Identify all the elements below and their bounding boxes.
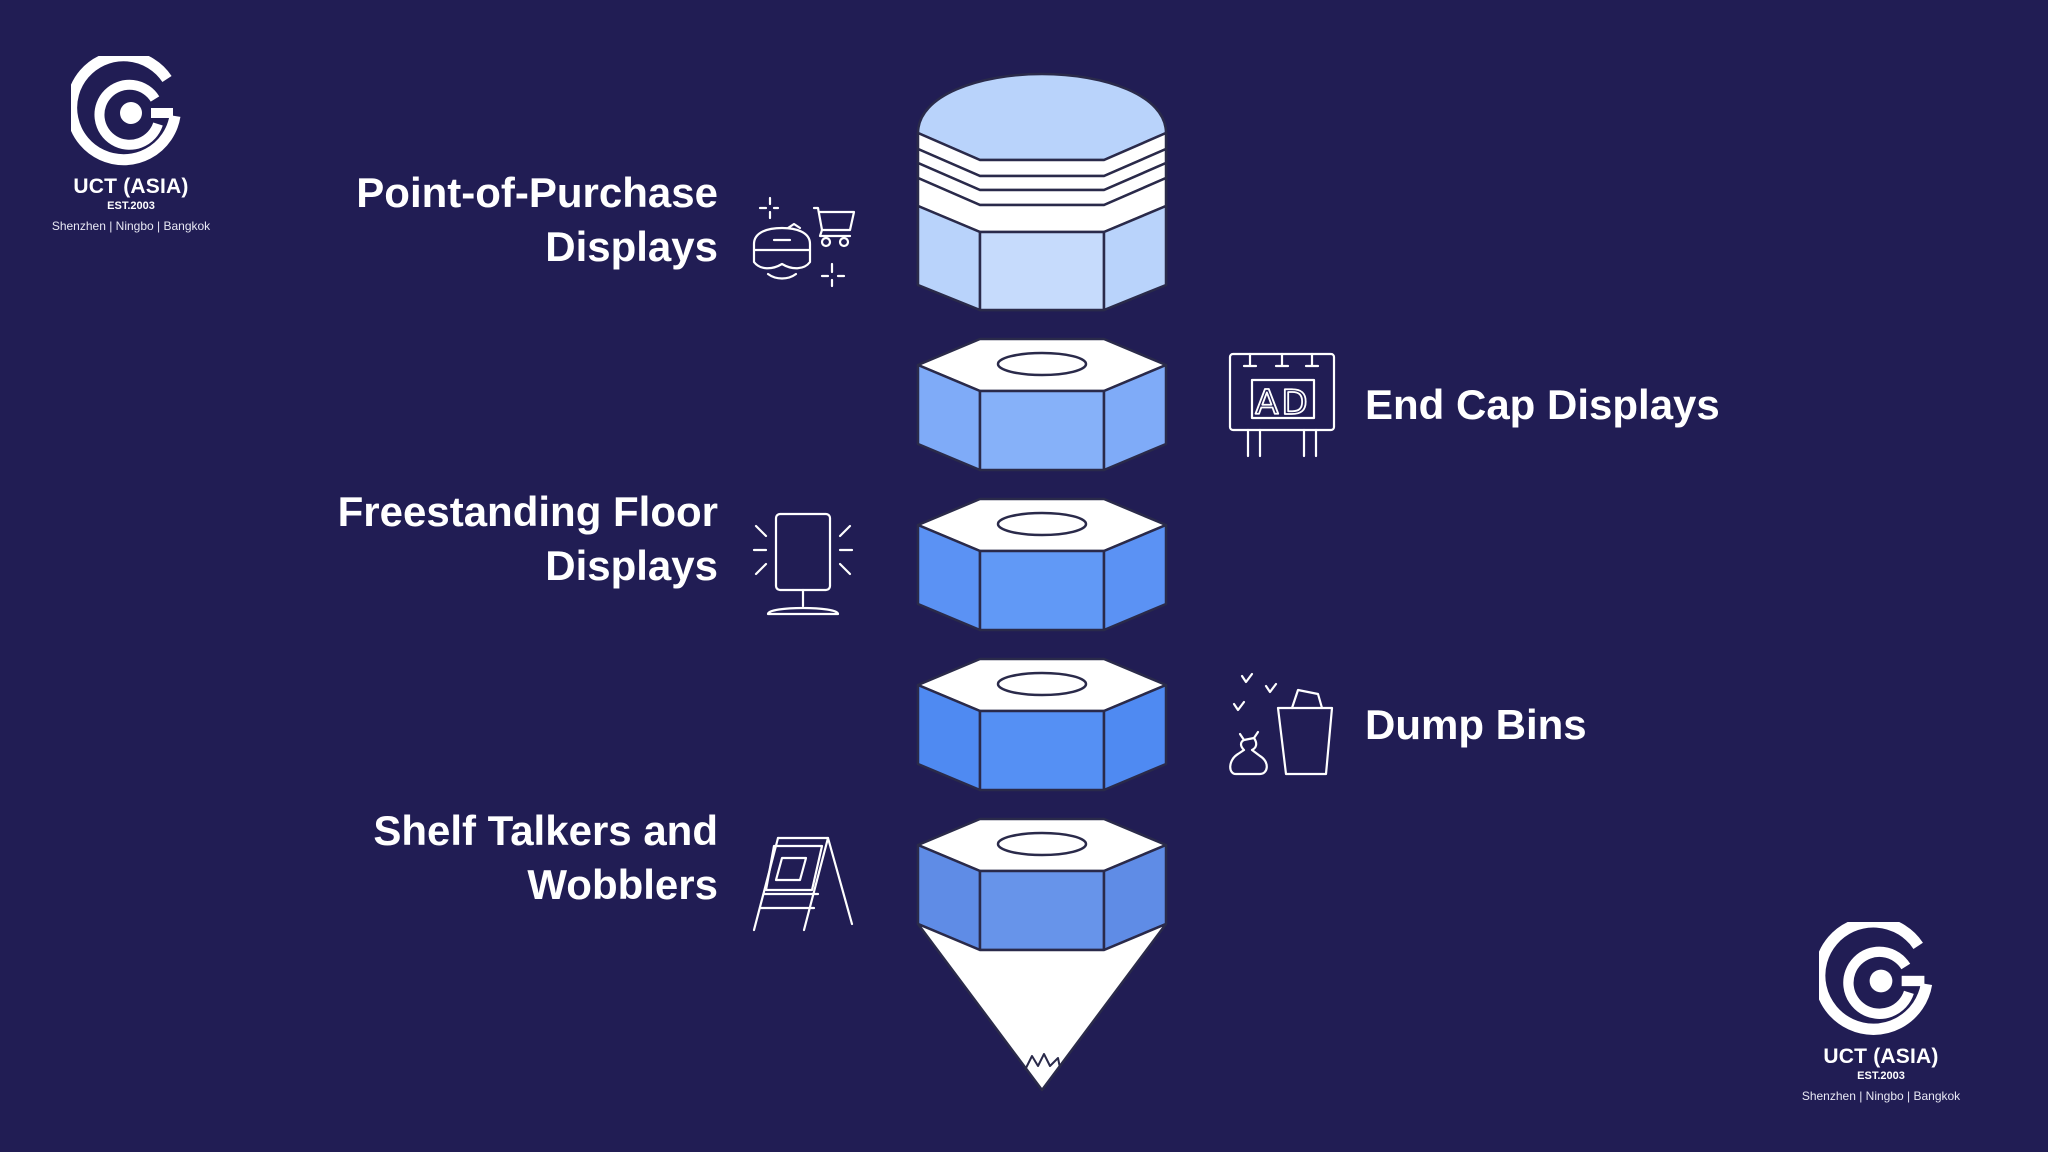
logo-bottom-right: UCT (ASIA) EST.2003 Shenzhen | Ningbo | … [1786,922,1976,1102]
logo-top-left: UCT (ASIA) EST.2003 Shenzhen | Ningbo | … [40,56,222,232]
brand-name: UCT (ASIA) [73,175,189,198]
brand-established: EST.2003 [107,200,155,212]
pencil-tip [916,922,1168,1092]
uct-logo-icon [1819,922,1933,1035]
standing-display-icon [752,512,854,616]
uct-logo-icon [71,56,181,166]
brand-established: EST.2003 [1857,1070,1905,1082]
stage-label-freestanding-floor: Freestanding Floor Displays [337,488,718,589]
billboard-ad-icon: AD [1228,352,1336,458]
stage-label-end-cap: End Cap Displays [1365,381,1720,428]
brand-locations: Shenzhen | Ningbo | Bangkok [1801,1089,1961,1103]
brand-locations: Shenzhen | Ningbo | Bangkok [51,219,211,233]
ad-icon-text: AD [1255,383,1310,423]
easel-sign-icon [752,836,854,932]
pencil-segment-shelf-talkers [916,817,1168,952]
pencil-segment-end-cap [916,337,1168,472]
vr-headset-cart-icon [752,196,856,288]
pencil-eraser-cap [916,72,1168,312]
pencil-segment-freestanding [916,497,1168,632]
bin-bags-icon [1229,672,1334,776]
stage-label-shelf-talkers: Shelf Talkers and Wobblers [373,807,718,908]
stage-label-point-of-purchase: Point-of-Purchase Displays [356,169,718,270]
pencil-segment-dump-bins [916,657,1168,792]
stage-label-dump-bins: Dump Bins [1365,701,1587,748]
brand-name: UCT (ASIA) [1823,1045,1939,1068]
